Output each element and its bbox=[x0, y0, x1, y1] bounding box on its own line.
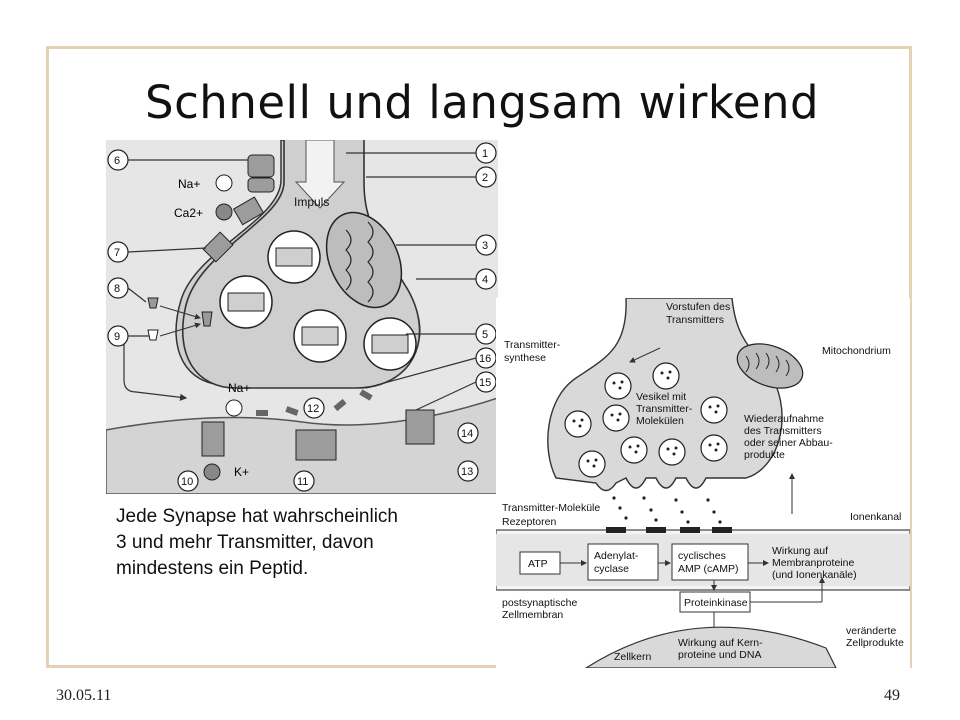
label-mitochondrion: Mitochondrium bbox=[822, 345, 891, 357]
label-atp: ATP bbox=[528, 558, 548, 570]
label-vesicles-3: Molekülen bbox=[636, 415, 684, 427]
label-adenylate-2: cyclase bbox=[594, 563, 629, 575]
slide-title: Schnell und langsam wirkend bbox=[145, 76, 819, 129]
label-protein-kinase: Proteinkinase bbox=[684, 597, 748, 609]
svg-text:7: 7 bbox=[114, 247, 120, 259]
label-vesicles-1: Vesikel mit bbox=[636, 391, 686, 403]
synapse-signaling-diagram: Vorstufen des Transmitters Mitochondrium… bbox=[496, 298, 910, 668]
svg-text:5: 5 bbox=[482, 329, 488, 341]
caption-text: Jede Synapse hat wahrscheinlich 3 und me… bbox=[116, 504, 496, 582]
label-vesicles-2: Transmitter- bbox=[636, 403, 693, 415]
svg-text:9: 9 bbox=[114, 331, 120, 343]
label-receptors: Rezeptoren bbox=[502, 516, 556, 528]
label-reuptake-2: des Transmitters bbox=[744, 425, 822, 437]
label-membrane-effect-3: (und Ionenkanäle) bbox=[772, 569, 857, 581]
ion-na-top: Na+ bbox=[178, 177, 200, 191]
label-nucleus: Zellkern bbox=[614, 651, 652, 663]
label-ion-channel: Ionenkanal bbox=[850, 511, 901, 523]
svg-text:16: 16 bbox=[479, 353, 491, 365]
label-changed-products-2: Zellprodukte bbox=[846, 637, 904, 649]
label-adenylate-1: Adenylat- bbox=[594, 550, 639, 562]
label-precursor-2: Transmitters bbox=[666, 314, 724, 326]
ion-na-bottom: Na+ bbox=[228, 381, 250, 395]
ion-ca: Ca2+ bbox=[174, 206, 203, 220]
label-membrane-effect-2: Membranproteine bbox=[772, 557, 854, 569]
label-13: 13 bbox=[458, 461, 478, 481]
label-camp-2: AMP (cAMP) bbox=[678, 563, 738, 575]
label-camp-1: cyclisches bbox=[678, 550, 726, 562]
svg-text:8: 8 bbox=[114, 283, 120, 295]
label-12: 12 bbox=[304, 398, 324, 418]
svg-text:12: 12 bbox=[307, 403, 319, 415]
ion-k: K+ bbox=[234, 465, 249, 479]
label-nuclear-effect-1: Wirkung auf Kern- bbox=[678, 637, 763, 649]
svg-text:6: 6 bbox=[114, 155, 120, 167]
caption-line: 3 und mehr Transmitter, davon bbox=[116, 530, 496, 556]
label-membrane-effect-1: Wirkung auf bbox=[772, 545, 828, 557]
svg-text:2: 2 bbox=[482, 172, 488, 184]
svg-text:3: 3 bbox=[482, 240, 488, 252]
label-precursor-1: Vorstufen des bbox=[666, 301, 730, 313]
label-molecules: Transmitter-Moleküle bbox=[502, 502, 600, 514]
label-postsynaptic-2: Zellmembran bbox=[502, 609, 563, 621]
label-reuptake-3: oder seiner Abbau- bbox=[744, 437, 833, 449]
label-11: 11 bbox=[294, 471, 314, 491]
label-reuptake-1: Wiederaufnahme bbox=[744, 413, 824, 425]
label-synthesis-2: synthese bbox=[504, 352, 546, 364]
svg-text:1: 1 bbox=[482, 148, 488, 160]
label-synthesis-1: Transmitter- bbox=[504, 339, 561, 351]
svg-text:4: 4 bbox=[482, 274, 488, 286]
page-number: 49 bbox=[884, 687, 900, 705]
impulse-label: Impuls bbox=[294, 195, 329, 209]
label-postsynaptic-1: postsynaptische bbox=[502, 597, 577, 609]
caption-line: mindestens ein Peptid. bbox=[116, 556, 496, 582]
label-10: 10 bbox=[178, 471, 198, 491]
synapse-diagram-numbered: Impuls Na+ Ca2+ Na+ K+ 1 bbox=[106, 140, 498, 494]
caption-line: Jede Synapse hat wahrscheinlich bbox=[116, 504, 496, 530]
svg-text:11: 11 bbox=[297, 476, 308, 488]
label-changed-products-1: veränderte bbox=[846, 625, 896, 637]
label-reuptake-4: produkte bbox=[744, 449, 785, 461]
svg-text:10: 10 bbox=[181, 476, 193, 488]
svg-text:13: 13 bbox=[461, 466, 473, 478]
svg-text:14: 14 bbox=[461, 428, 473, 440]
label-nuclear-effect-2: proteine und DNA bbox=[678, 649, 761, 661]
svg-text:15: 15 bbox=[479, 377, 491, 389]
footer-date: 30.05.11 bbox=[56, 687, 111, 705]
label-14: 14 bbox=[458, 423, 478, 443]
